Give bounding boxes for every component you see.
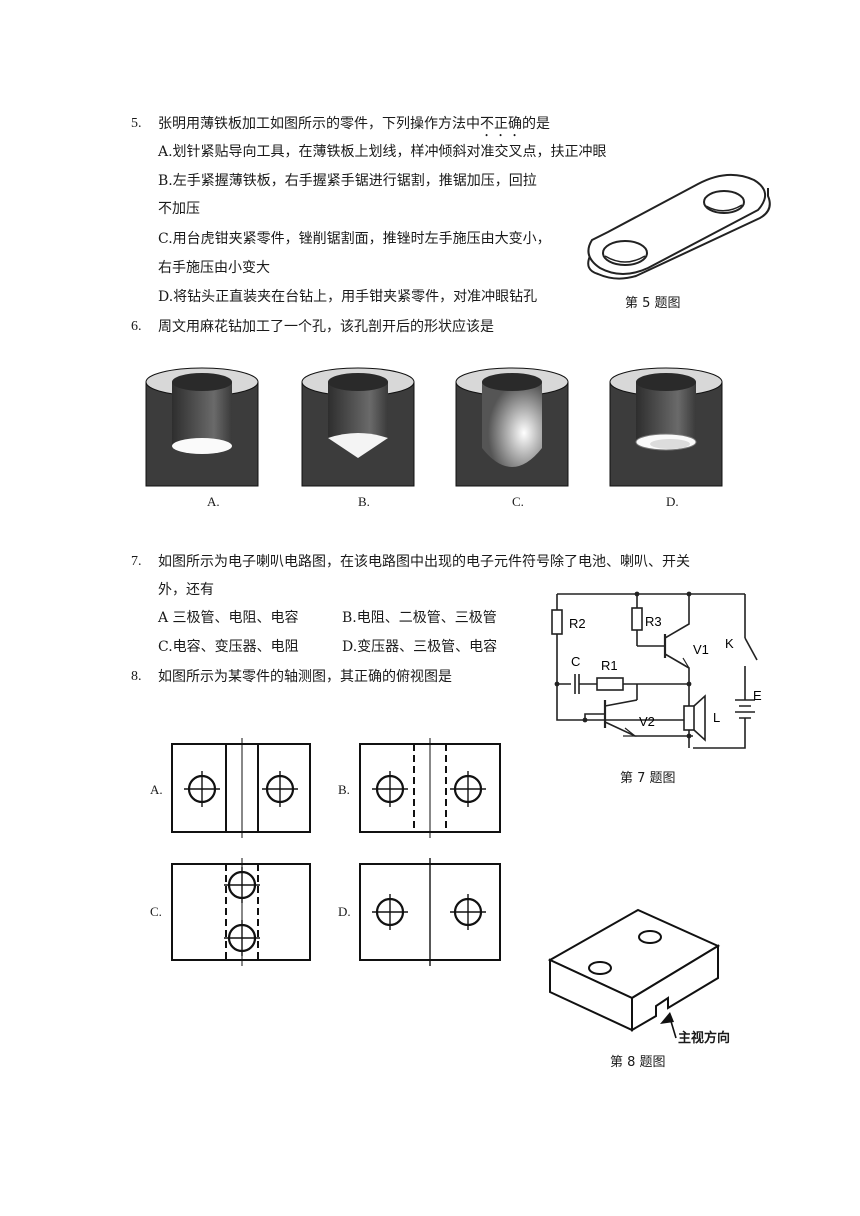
option-a: A.划针紧贴导向工具，在薄铁板上划线，样冲倾斜对准交叉点，扶正冲眼: [158, 144, 607, 160]
r3-label: R3: [645, 614, 662, 629]
v2-label: V2: [639, 714, 655, 729]
k-label: K: [725, 636, 734, 651]
option-c-continued: 右手施压由小变大: [158, 260, 270, 276]
question-stem: 如图所示为某零件的轴测图，其正确的俯视图是: [158, 669, 452, 685]
option-d: D.将钻头正直装夹在台钻上，用手钳夹紧零件，对准冲眼钻孔: [158, 289, 538, 305]
question-number: 8.: [131, 669, 142, 684]
option-b-label: B.: [358, 494, 370, 509]
option-c-label: C.: [150, 904, 162, 919]
stem-text: 张明用薄铁板加工如图所示的零件，下列操作方法中: [158, 116, 480, 132]
option-c-label: C.: [512, 494, 524, 509]
e-label: E: [753, 688, 762, 703]
option-c: C.电容、变压器、电阻: [158, 639, 299, 655]
option-b: B.左手紧握薄铁板，右手握紧手锯进行锯割，推锯加压，回拉: [158, 173, 537, 189]
c-label: C: [571, 654, 580, 669]
option-c-hole-figure: [455, 367, 569, 487]
option-b-label: B.: [338, 782, 350, 797]
option-a-label: A.: [207, 494, 220, 509]
option-d-label: D.: [338, 904, 351, 919]
option-a: A 三极管、电阻、电容: [158, 610, 299, 626]
figure-caption: 第 8 题图: [610, 1055, 666, 1070]
plate-part-figure: [587, 173, 771, 280]
v1-label: V1: [693, 642, 709, 657]
speaker-circuit-diagram: R2 R3 V1 K C R1 E L V2: [551, 591, 762, 749]
drilled-hole-options: [145, 367, 723, 487]
option-b-continued: 不加压: [158, 201, 200, 217]
option-c: C.用台虎钳夹紧零件，锉削锯割面，推锉时左手施压由大变小，: [158, 231, 551, 247]
l-label: L: [713, 710, 720, 725]
top-view-options: [171, 738, 501, 966]
option-a-label: A.: [150, 782, 163, 797]
stem-text-end: 的是: [522, 116, 550, 132]
option-b: B.电阻、二极管、三极管: [342, 610, 497, 626]
r2-label: R2: [569, 616, 586, 631]
figure-caption: 第 5 题图: [625, 296, 681, 311]
question-number: 5.: [131, 116, 142, 131]
question-stem: 张明用薄铁板加工如图所示的零件，下列操作方法中不正确的是: [158, 114, 550, 140]
question-stem-continued: 外，还有: [158, 582, 214, 598]
emphasized-text: 不正确: [480, 116, 522, 132]
view-direction-label: 主视方向: [678, 1031, 731, 1046]
question-number: 7.: [131, 554, 142, 569]
option-a-view: [171, 743, 311, 833]
option-a-hole-figure: [145, 367, 259, 487]
option-b-hole-figure: [301, 367, 415, 487]
part-axonometric-figure: [547, 908, 721, 1039]
question-number: 6.: [131, 319, 142, 334]
option-d: D.变压器、三极管、电容: [342, 639, 498, 655]
option-c-view: [171, 863, 311, 961]
option-d-label: D.: [666, 494, 679, 509]
question-stem: 周文用麻花钻加工了一个孔，该孔剖开后的形状应该是: [158, 319, 494, 335]
question-stem: 如图所示为电子喇叭电路图，在该电路图中出现的电子元件符号除了电池、喇叭、开关: [158, 554, 690, 570]
figure-caption: 第 7 题图: [620, 771, 676, 786]
r1-label: R1: [601, 658, 618, 673]
option-d-hole-figure: [609, 367, 723, 487]
